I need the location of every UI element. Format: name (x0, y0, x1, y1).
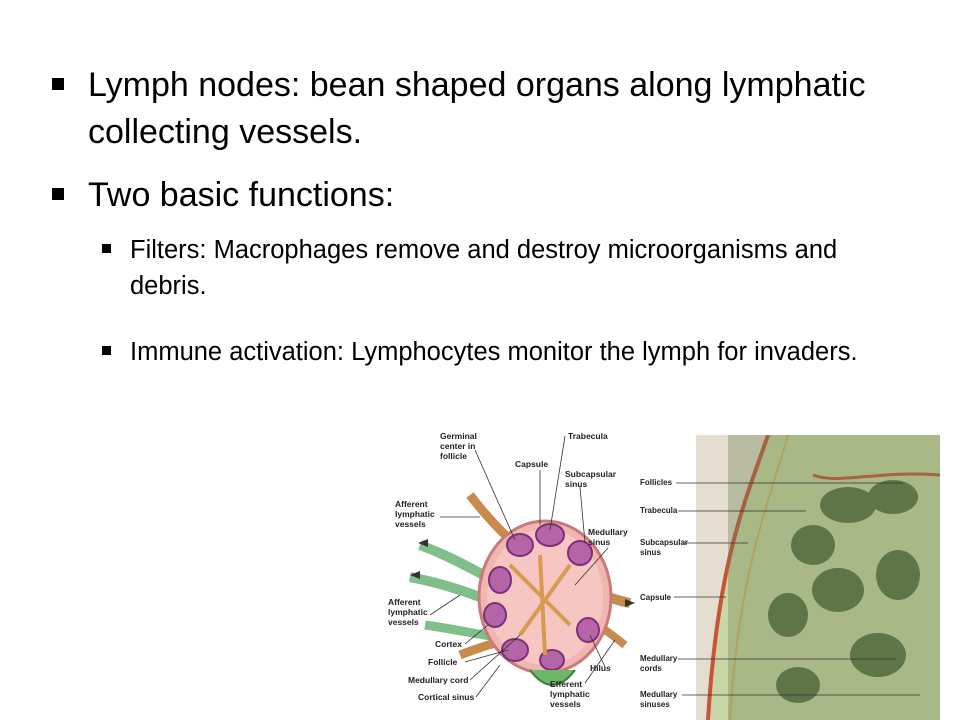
label-follicle: Follicle (428, 657, 458, 667)
label-medullary-cord: Medullary cord (408, 675, 468, 685)
subbullet-text: Immune activation: Lymphocytes monitor t… (130, 338, 858, 366)
subbullet-filters: Filters: Macrophages remove and destroy … (102, 232, 902, 304)
label-cortical-sinus: Cortical sinus (418, 692, 474, 702)
label-trabecula: Trabecula (568, 431, 608, 441)
subbullet-immune-activation: Immune activation: Lymphocytes monitor t… (102, 334, 902, 370)
label-trabecula-micro: Trabecula (640, 506, 678, 515)
label-capsule: Capsule (515, 459, 548, 469)
bullet-marker (52, 62, 88, 156)
label-hilus: Hilus (590, 663, 611, 673)
subbullet-marker (102, 232, 130, 304)
bullet-two-functions: Two basic functions: (52, 172, 912, 219)
bullet-lymph-nodes: Lymph nodes: bean shaped organs along ly… (52, 62, 912, 156)
bullet-text: Two basic functions: (88, 176, 395, 214)
micrograph-follicles (768, 480, 920, 703)
bullet-text: Lymph nodes: bean shaped organs along ly… (88, 66, 866, 151)
subbullet-text: Filters: Macrophages remove and destroy … (130, 236, 838, 300)
subbullet-marker (102, 334, 130, 370)
label-capsule-micro: Capsule (640, 593, 672, 602)
label-cortex: Cortex (435, 639, 462, 649)
label-follicles: Follicles (640, 478, 673, 487)
bullet-marker (52, 172, 88, 219)
follicles (483, 523, 600, 671)
micrograph-capsule (706, 435, 770, 720)
